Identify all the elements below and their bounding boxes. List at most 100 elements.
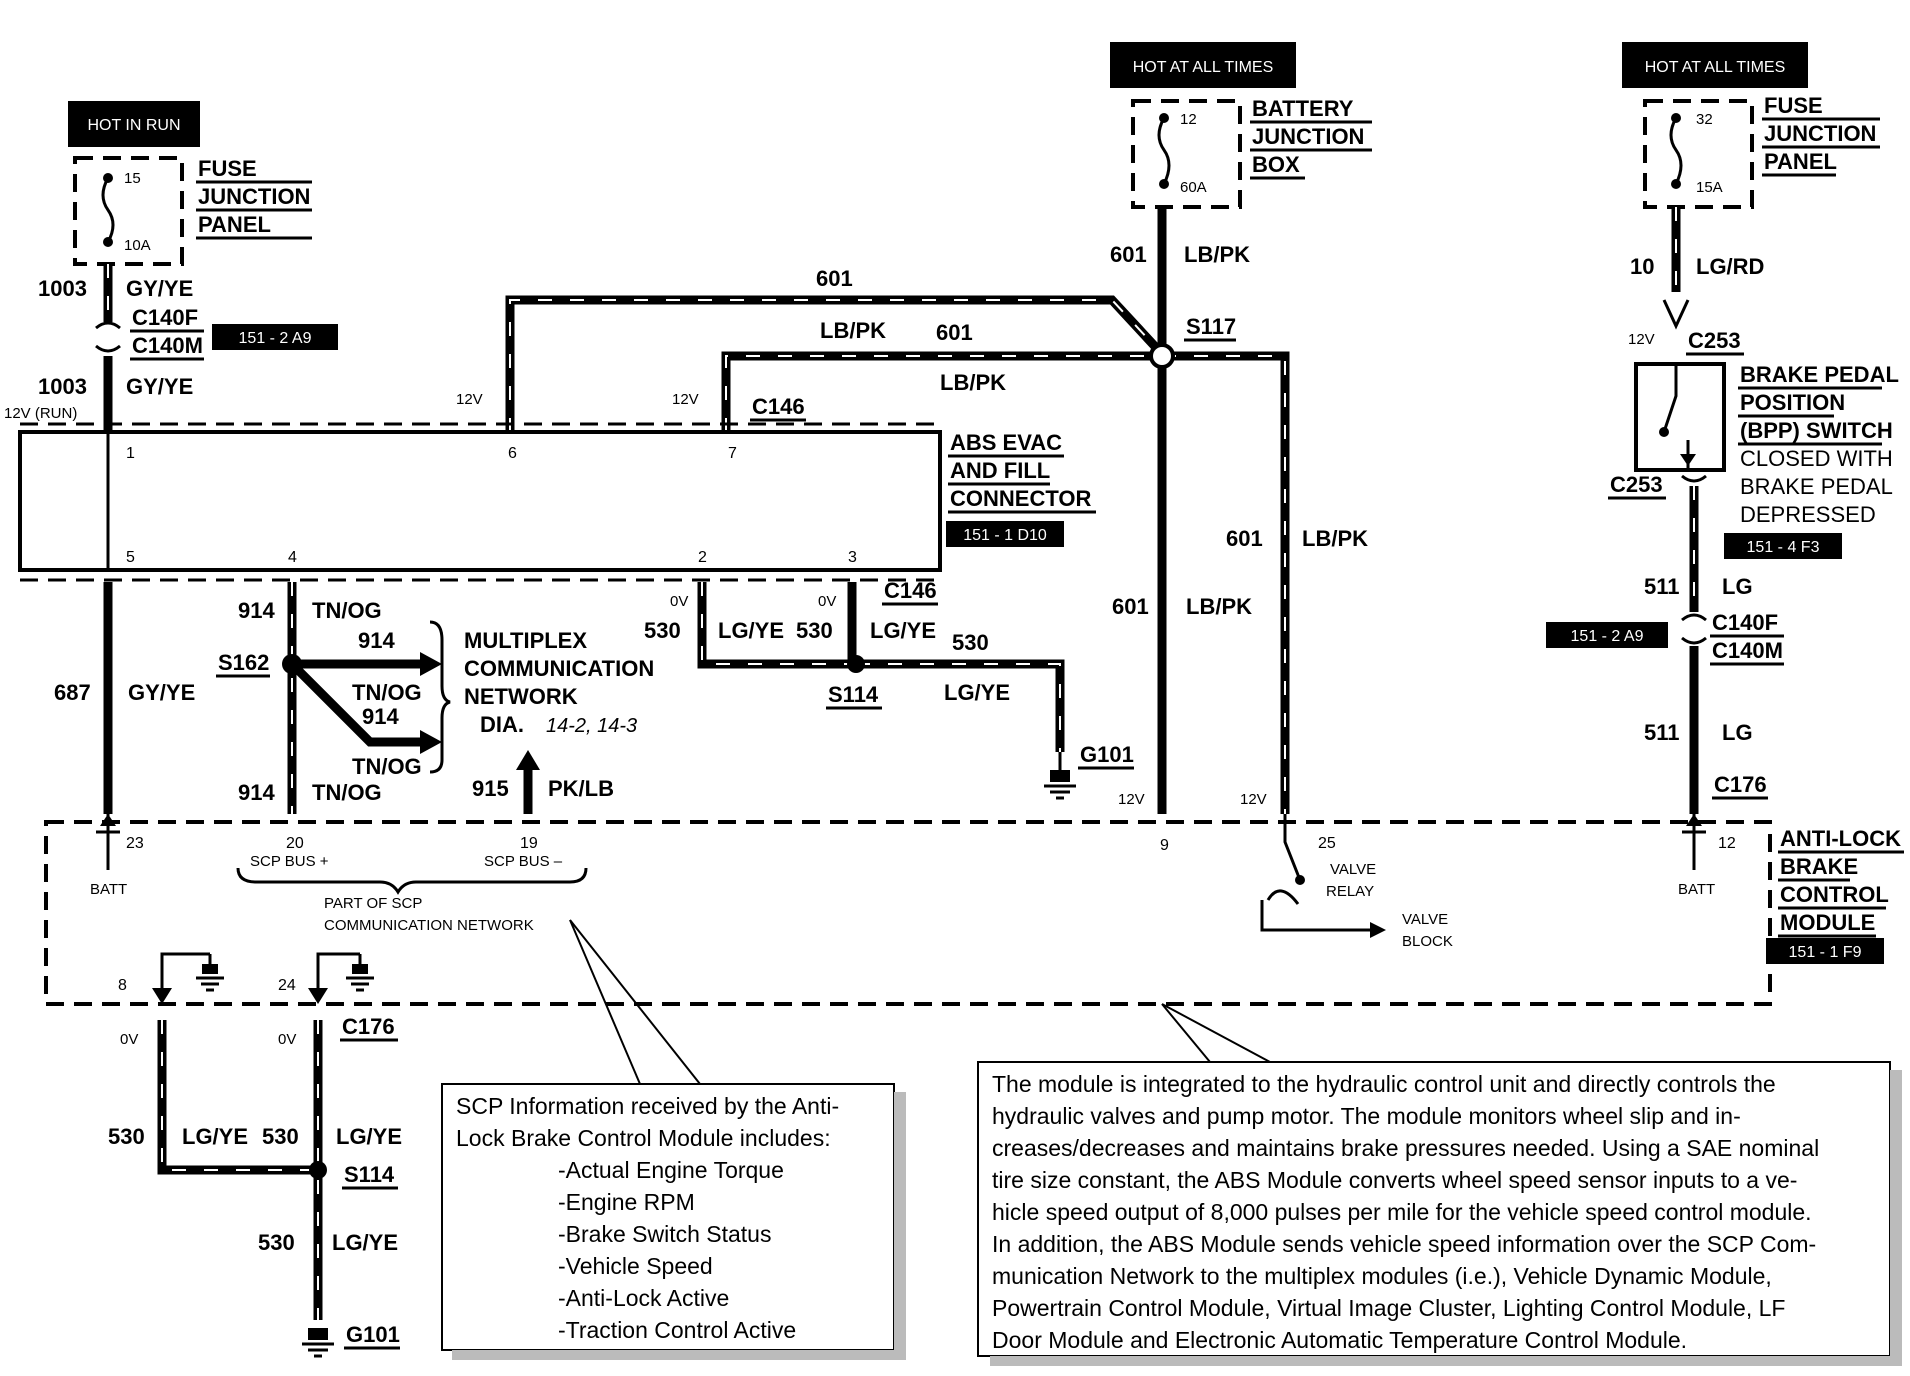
svg-text:7: 7 [728,445,737,462]
ground-symbol-pin24 [346,954,374,992]
svg-text:C253: C253 [1688,328,1741,353]
svg-text:G101: G101 [346,1322,400,1347]
svg-text:C146: C146 [752,394,805,419]
svg-text:32: 32 [1696,111,1713,128]
svg-text:530: 530 [796,618,833,643]
svg-text:S162: S162 [218,650,269,675]
svg-text:915: 915 [472,776,509,801]
scp-info-note: SCP Information received by the Anti- Lo… [441,919,906,1360]
svg-text:14-2, 14-3: 14-2, 14-3 [546,715,637,737]
svg-text:hydraulic valves and pump moto: hydraulic valves and pump motor. The mod… [992,1103,1741,1129]
svg-text:BLOCK: BLOCK [1402,933,1453,950]
svg-text:MODULE: MODULE [1780,910,1875,935]
svg-text:LG/YE: LG/YE [182,1124,248,1149]
svg-text:BATT: BATT [1678,881,1715,898]
svg-text:601: 601 [1110,242,1147,267]
svg-text:DIA.: DIA. [480,712,524,737]
svg-text:-Vehicle Speed: -Vehicle Speed [558,1253,713,1279]
svg-text:C140M: C140M [1712,638,1783,663]
svg-text:15A: 15A [1696,179,1723,196]
svg-text:MULTIPLEX: MULTIPLEX [464,628,587,653]
svg-text:LB/PK: LB/PK [1184,242,1250,267]
wire-labels: 1003 GY/YE 1003 GY/YE 601 LB/PK 601 LB/P… [38,242,1764,1255]
module-description-note: The module is integrated to the hydrauli… [977,1003,1902,1366]
ref-tag-151-2-a9-top: 151 - 2 A9 [212,324,338,350]
svg-text:914: 914 [238,598,275,623]
svg-text:1: 1 [126,445,135,462]
svg-text:530: 530 [108,1124,145,1149]
svg-text:S114: S114 [828,682,879,707]
svg-text:23: 23 [126,835,144,852]
svg-text:601: 601 [1226,526,1263,551]
splice-s114-top [847,655,865,673]
ref-tag-151-4-f3: 151 - 4 F3 [1724,533,1842,559]
svg-text:G101: G101 [1080,742,1134,767]
svg-text:12: 12 [1718,835,1736,852]
svg-text:0V: 0V [818,593,836,610]
svg-text:24: 24 [278,977,296,994]
svg-text:RELAY: RELAY [1326,883,1374,900]
svg-text:601: 601 [936,320,973,345]
svg-text:914: 914 [238,780,275,805]
svg-text:C176: C176 [342,1014,395,1039]
svg-text:530: 530 [952,630,989,655]
svg-text:TN/OG: TN/OG [352,754,422,779]
svg-text:PK/LB: PK/LB [548,776,614,801]
connector-c253-symbol [1662,299,1707,483]
svg-text:SCP BUS +: SCP BUS + [250,853,329,870]
svg-text:TN/OG: TN/OG [312,598,382,623]
svg-text:TN/OG: TN/OG [312,780,382,805]
svg-text:CONTROL: CONTROL [1780,882,1889,907]
svg-text:S117: S117 [1186,314,1236,339]
bpp-switch: BRAKE PEDAL POSITION (BPP) SWITCH CLOSED… [1634,362,1899,527]
svg-text:10A: 10A [124,237,151,254]
svg-text:COMMUNICATION: COMMUNICATION [464,656,654,681]
svg-text:530: 530 [258,1230,295,1255]
ref-tag-151-1-f9: 151 - 1 F9 [1766,938,1884,964]
svg-text:PART OF SCP: PART OF SCP [324,895,422,912]
svg-text:151 - 2 A9: 151 - 2 A9 [1571,628,1644,645]
svg-text:LB/PK: LB/PK [1302,526,1368,551]
svg-text:DEPRESSED: DEPRESSED [1740,502,1876,527]
svg-text:C140F: C140F [132,305,198,330]
svg-text:511: 511 [1644,574,1680,599]
svg-text:Door Module and Electronic Aut: Door Module and Electronic Automatic Tem… [992,1327,1687,1353]
svg-text:C140F: C140F [1712,610,1778,635]
svg-text:JUNCTION: JUNCTION [1252,124,1364,149]
svg-text:BRAKE: BRAKE [1780,854,1858,879]
fuse-junction-panel-right: 32 15A FUSE JUNCTION PANEL [1643,93,1880,209]
svg-text:C140M: C140M [132,333,203,358]
svg-text:POSITION: POSITION [1740,390,1845,415]
ref-tag-151-2-a9-right: 151 - 2 A9 [1546,622,1668,648]
svg-text:FUSE: FUSE [198,156,257,181]
svg-text:12V: 12V [1118,791,1145,808]
svg-text:JUNCTION: JUNCTION [1764,121,1876,146]
svg-text:LG: LG [1722,720,1753,745]
svg-text:GY/YE: GY/YE [126,276,193,301]
svg-text:511: 511 [1644,720,1680,745]
svg-text:Lock Brake Control Module incl: Lock Brake Control Module includes: [456,1125,831,1151]
svg-text:BRAKE PEDAL: BRAKE PEDAL [1740,362,1899,387]
tag-hot-in-run: HOT IN RUN [68,101,200,147]
splice-s117 [1149,343,1175,369]
svg-text:CLOSED WITH: CLOSED WITH [1740,446,1893,471]
svg-text:The module is integrated to th: The module is integrated to the hydrauli… [992,1071,1776,1097]
ground-symbol-g101-bottom [302,1328,334,1358]
svg-text:LB/PK: LB/PK [1186,594,1252,619]
svg-text:601: 601 [816,266,853,291]
svg-text:LG/YE: LG/YE [944,680,1010,705]
svg-text:C253: C253 [1610,472,1663,497]
svg-text:10: 10 [1630,254,1654,279]
splice-s162 [282,654,302,674]
svg-text:In addition, the ABS Module se: In addition, the ABS Module sends vehicl… [992,1231,1816,1257]
svg-text:0V: 0V [278,1031,296,1048]
svg-text:151 - 4 F3: 151 - 4 F3 [1747,539,1820,556]
svg-text:HOT AT ALL TIMES: HOT AT ALL TIMES [1133,59,1274,76]
abs-evac-fill-connector: 1 6 7 5 4 2 3 ABS EVAC AND FILL CONNECTO… [18,422,1096,582]
connector-c140-left-symbol [95,321,121,353]
svg-text:0V: 0V [120,1031,138,1048]
svg-text:C146: C146 [884,578,937,603]
tag-hot-at-all-times-fuse: HOT AT ALL TIMES [1622,42,1808,88]
svg-text:C176: C176 [1714,772,1767,797]
